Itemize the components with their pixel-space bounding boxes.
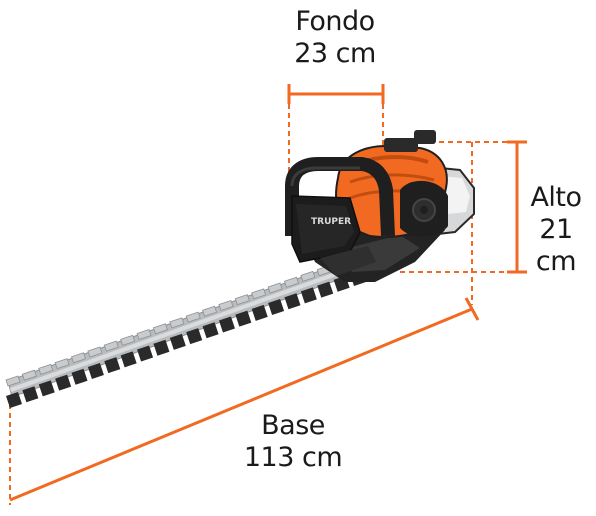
fondo-dimension-guide <box>287 84 385 190</box>
base-label: Base 113 cm <box>238 410 348 474</box>
brand-logo: TRUPER <box>311 217 351 227</box>
alto-dimension-guide <box>400 140 527 305</box>
base-value: 113 cm <box>243 442 343 473</box>
alto-title: Alto <box>530 182 582 213</box>
blade <box>5 253 366 408</box>
alto-label: Alto 21 cm <box>516 182 596 278</box>
base-title: Base <box>261 410 325 441</box>
trimmer-body: TRUPER <box>285 130 475 282</box>
fondo-value: 23 cm <box>294 38 376 69</box>
alto-value: 21 cm <box>535 214 577 277</box>
fondo-title: Fondo <box>295 6 375 37</box>
base-dimension-guide <box>9 297 480 505</box>
fondo-label: Fondo 23 cm <box>285 6 385 70</box>
